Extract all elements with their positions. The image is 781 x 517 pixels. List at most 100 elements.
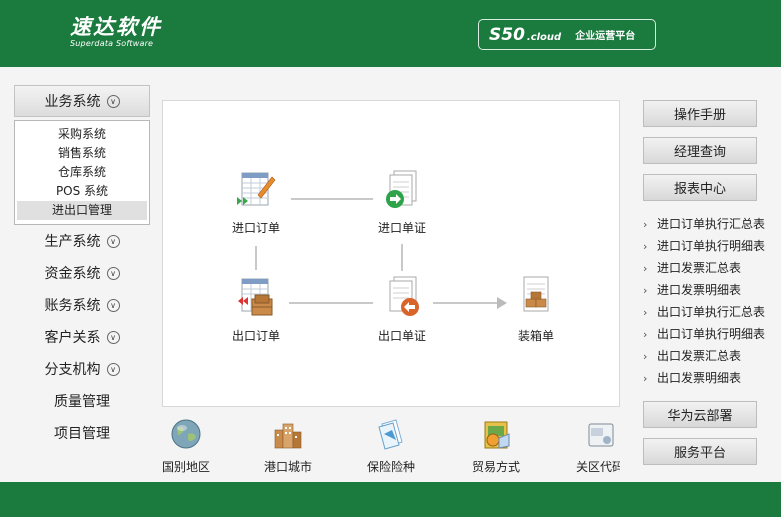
sidebar-item-label: 客户关系 [44, 330, 101, 346]
globe-icon [171, 419, 201, 449]
sidebar-item-production[interactable]: 生产系统 ∨ [14, 225, 150, 257]
sidebar-item-crm[interactable]: 客户关系 ∨ [14, 321, 150, 353]
chevron-right-icon: › [643, 328, 648, 341]
bottom-footer-bar [0, 482, 781, 517]
chevron-down-icon: ∨ [106, 330, 120, 344]
report-link[interactable]: › 出口发票汇总表 [643, 345, 781, 367]
export-voucher-icon [389, 276, 419, 316]
flow-node-label: 装箱单 [517, 329, 554, 343]
sidebar-item-quality[interactable]: 质量管理 [14, 385, 150, 417]
flow-node-export-order[interactable]: 出口订单 [216, 275, 296, 344]
report-link[interactable]: › 出口订单执行明细表 [643, 323, 781, 345]
logo-english-text: Superdata Software [70, 39, 154, 48]
shortcut-label: 国别地区 [161, 460, 210, 474]
shortcut-label: 贸易方式 [471, 460, 520, 474]
sidebar-item-funds[interactable]: 资金系统 ∨ [14, 257, 150, 289]
flow-connector [433, 302, 501, 304]
report-link[interactable]: ›出口订单执行汇总表 [643, 301, 781, 323]
report-list: ›进口订单执行汇总表 ›进口订单执行明细表 ›进口发票汇总表 ›进口发票明细表 … [643, 213, 781, 389]
sidebar-item-projects[interactable]: 项目管理 [14, 417, 150, 449]
sidebar-item-branches[interactable]: 分支机构 ∨ [14, 353, 150, 385]
trade-mode-icon [484, 421, 510, 449]
flow-node-packing-list[interactable]: 装箱单 [496, 275, 576, 344]
submenu-item-warehouse[interactable]: 仓库系统 [57, 165, 106, 179]
report-link-label: 进口发票汇总表 [657, 261, 742, 275]
shortcut-insurance-type[interactable]: 保险险种 [355, 418, 427, 474]
product-model: S50 [489, 24, 525, 45]
flow-node-import-order[interactable]: 进口订单 [216, 167, 296, 236]
submenu-item-purchase[interactable]: 采购系统 [57, 127, 106, 141]
chevron-down-icon: ∨ [106, 266, 120, 280]
import-voucher-icon [386, 170, 417, 208]
sidebar-item-label: 分支机构 [44, 362, 101, 378]
report-link[interactable]: › 进口发票汇总表 [643, 257, 781, 279]
report-link[interactable]: › 进口订单执行汇总表 [643, 213, 781, 235]
shortcut-port-city[interactable]: 港口城市 [252, 418, 324, 474]
flow-connector [255, 246, 257, 270]
logo-chinese-text: 速达软件 [70, 15, 162, 39]
flow-connector [289, 302, 373, 304]
report-link-label: 进口订单执行明细表 [657, 239, 766, 253]
report-link[interactable]: ›进口发票明细表 [643, 279, 781, 301]
service-platform-button[interactable]: 服务平台 [643, 438, 757, 465]
flow-connector [401, 244, 403, 271]
menu-header-label: 业务系统 [44, 94, 101, 110]
business-system-menu-header[interactable]: 业务系统 ∨ [14, 85, 150, 117]
shortcut-trade-mode[interactable]: 贸易方式 [460, 418, 532, 474]
left-navigation: 业务系统 ∨ 采购系统 销售系统 仓库系统 POS 系统 进出口管理 生产系统 … [14, 85, 150, 449]
submenu-item-import-export[interactable]: 进出口管理 [17, 201, 147, 220]
shortcut-label: 关区代码 [575, 460, 620, 474]
chevron-down-icon: ∨ [106, 94, 120, 108]
shortcut-country-region[interactable]: 国别地区 [150, 418, 222, 474]
export-order-icon [238, 278, 273, 316]
manager-query-button[interactable]: 经理查询 [643, 137, 757, 164]
report-link-label: 进口订单执行汇总表 [657, 217, 766, 231]
business-submenu: 采购系统 销售系统 仓库系统 POS 系统 进出口管理 [14, 120, 150, 225]
company-logo: 速达软件 Superdata Software [70, 16, 162, 48]
report-link[interactable]: ›进口订单执行明细表 [643, 235, 781, 257]
report-link-label: 出口订单执行汇总表 [657, 305, 766, 319]
report-link-label: 出口发票明细表 [657, 371, 742, 385]
flow-node-export-voucher[interactable]: 出口单证 [362, 275, 442, 344]
shortcut-label: 保险险种 [366, 460, 415, 474]
product-tagline: 企业运营平台 [575, 31, 636, 42]
import-order-icon [237, 172, 276, 206]
report-center-button[interactable]: 报表中心 [643, 174, 757, 201]
huawei-cloud-button[interactable]: 华为云部署 [643, 401, 757, 428]
packing-list-icon [523, 276, 549, 312]
customs-code-icon [588, 423, 614, 447]
submenu-item-sales[interactable]: 销售系统 [57, 146, 106, 160]
sidebar-item-label: 生产系统 [44, 234, 101, 250]
sidebar-item-label: 账务系统 [44, 298, 101, 314]
chevron-right-icon: › [643, 218, 648, 231]
sidebar-item-accounting[interactable]: 账务系统 ∨ [14, 289, 150, 321]
chevron-down-icon: ∨ [106, 362, 120, 376]
chevron-right-icon: › [643, 262, 648, 275]
chevron-right-icon: › [643, 372, 648, 385]
submenu-item-pos[interactable]: POS 系统 [55, 184, 109, 198]
chevron-right-icon: › [643, 350, 648, 363]
insurance-icon [378, 419, 403, 450]
flow-node-label: 进口单证 [377, 221, 426, 235]
chevron-down-icon: ∨ [106, 234, 120, 248]
sidebar-item-label: 资金系统 [44, 266, 101, 282]
flow-node-label: 进口订单 [231, 221, 280, 235]
shortcut-label: 港口城市 [263, 460, 312, 474]
workflow-panel: 进口订单 进口单证 出口订单 [162, 100, 620, 407]
report-link-label: 出口发票汇总表 [657, 349, 742, 363]
sidebar-item-label: 项目管理 [54, 426, 110, 442]
flow-node-import-voucher[interactable]: 进口单证 [362, 167, 442, 236]
top-header-bar: 速达软件 Superdata Software S50 .cloud 企业运营平… [0, 0, 781, 67]
flow-node-label: 出口单证 [377, 329, 426, 343]
flow-node-label: 出口订单 [231, 329, 280, 343]
chevron-down-icon: ∨ [106, 298, 120, 312]
report-link[interactable]: › 出口发票明细表 [643, 367, 781, 389]
product-suffix: .cloud [526, 31, 562, 43]
operation-manual-button[interactable]: 操作手册 [643, 100, 757, 127]
chevron-right-icon: › [643, 284, 648, 297]
report-link-label: 出口订单执行明细表 [657, 327, 766, 341]
shortcut-customs-code[interactable]: 关区代码 [564, 418, 620, 474]
flow-connector [291, 198, 373, 200]
port-city-icon [274, 423, 302, 449]
product-brand-box: S50 .cloud 企业运营平台 [478, 19, 656, 50]
